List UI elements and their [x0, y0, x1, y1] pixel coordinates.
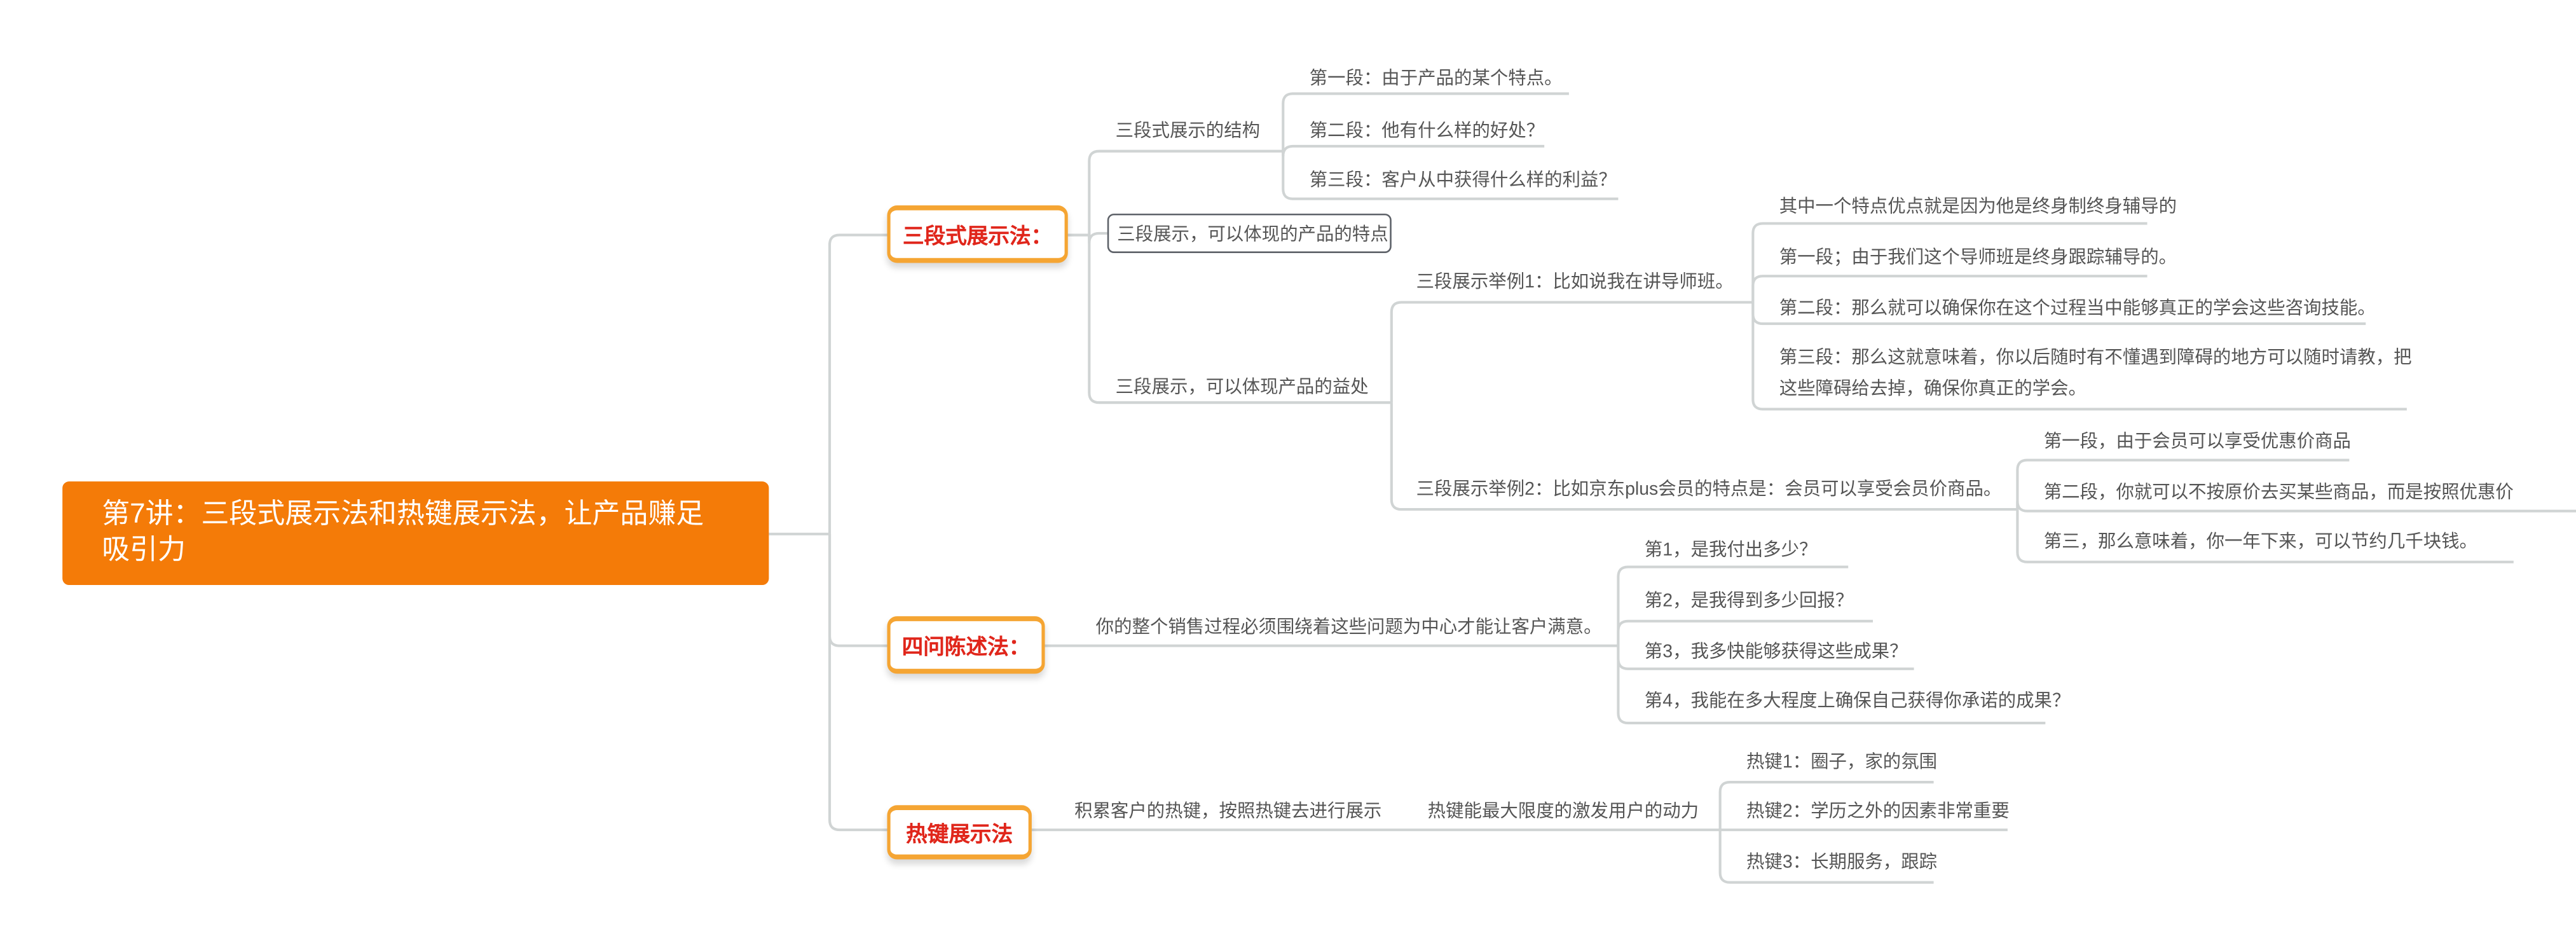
subtopic[interactable]: 其中一个特点优点就是因为他是终身制终身辅导的 [1779, 197, 2177, 217]
example-2[interactable]: 三段展示举例2：比如京东plus会员的特点是：会员可以享受会员价商品。 [1416, 479, 2002, 500]
connector-line [828, 233, 887, 534]
subtopic[interactable]: 第一段：由于产品的某个特点。 [1309, 69, 1563, 89]
subtopic[interactable]: 第二段，你就可以不按原价去买某些商品，而是按照优惠价 [2043, 483, 2514, 503]
hotkey[interactable]: 热键2：学历之外的因素非常重要 [1746, 802, 2010, 822]
hotkey[interactable]: 热键1：圈子，家的氛围 [1746, 752, 1938, 773]
connector-line [1390, 403, 2018, 511]
topic-hotkey-motivation[interactable]: 热键能最大限度的激发用户的动力 [1427, 802, 1699, 822]
subtopic[interactable]: 第三，那么意味着，你一年下来，可以节约几千块钱。 [2043, 532, 2477, 553]
connector-line [1282, 144, 1545, 156]
topic-accumulate-hotkeys[interactable]: 积累客户的热键，按照热键去进行展示 [1074, 802, 1382, 822]
connector-line [1751, 222, 2148, 303]
example-1[interactable]: 三段展示举例1：比如说我在讲导师班。 [1416, 272, 1734, 293]
connector-line [1067, 233, 1392, 404]
root-topic-label: 第7讲：三段式展示法和热键展示法，让产品赚足吸引力 [102, 498, 704, 565]
subtopic[interactable]: 第三段：那么这就意味着，你以后随时有不懂遇到障碍的地方可以随时请教，把 [1779, 348, 2412, 368]
connector-line [1751, 275, 2148, 303]
connector-line [2016, 509, 2514, 563]
branch-hotkey-method[interactable]: 热键展示法 [887, 805, 1032, 860]
connector-line [1617, 565, 1849, 646]
connector-line [2016, 458, 2350, 510]
topic-product-features-selected[interactable]: 三段展示，可以体现的产品的特点 [1107, 213, 1392, 253]
topic-structure[interactable]: 三段式展示的结构 [1115, 121, 1261, 142]
connector-line [1067, 149, 1284, 237]
branch-label: 四问陈述法： [901, 634, 1031, 659]
topic-label: 三段展示，可以体现的产品的特点 [1117, 225, 1388, 245]
subtopic[interactable]: 第二段：那么就可以确保你在这个过程当中能够真正的学会这些咨询技能。 [1779, 299, 2376, 319]
branch-four-questions-method[interactable]: 四问陈述法： [887, 616, 1045, 674]
connector-line [2016, 501, 2576, 513]
connector-line [1718, 830, 1934, 884]
connector-line [1617, 619, 1873, 646]
subtopic-continued: 这些障碍给去掉，确保你真正的学会。 [1779, 379, 2086, 399]
question[interactable]: 第2，是我得到多少回报？ [1644, 591, 1854, 612]
connector-line [1751, 302, 2407, 411]
subtopic[interactable]: 第一段，由于会员可以享受优惠价商品 [2043, 432, 2351, 452]
question[interactable]: 第1，是我付出多少？ [1644, 540, 1818, 561]
topic-customer-satisfaction[interactable]: 你的整个销售过程必须围绕着这些问题为中心才能让客户满意。 [1095, 617, 1602, 638]
connector-line [1282, 151, 1619, 200]
connector-line [828, 534, 887, 832]
hotkey[interactable]: 热键3：长期服务，跟踪 [1746, 853, 1938, 873]
connector-line [1390, 301, 1753, 403]
connector-line [1282, 92, 1569, 151]
topic-product-benefits[interactable]: 三段展示，可以体现产品的益处 [1115, 378, 1369, 398]
branch-label: 热键展示法 [906, 822, 1013, 846]
question[interactable]: 第4，我能在多大程度上确保自己获得你承诺的成果？ [1644, 691, 2071, 712]
branch-label: 三段式展示法： [902, 223, 1053, 249]
question[interactable]: 第3，我多快能够获得这些成果？ [1644, 642, 1908, 663]
connector-line [1617, 645, 2046, 725]
root-topic[interactable]: 第7讲：三段式展示法和热键展示法，让产品赚足吸引力 [62, 481, 769, 585]
subtopic[interactable]: 第二段：他有什么样的好处？ [1309, 121, 1545, 142]
subtopic[interactable]: 第三段：客户从中获得什么样的利益？ [1309, 170, 1617, 191]
connector-line [1718, 781, 1934, 830]
branch-three-stage-method[interactable]: 三段式展示法： [887, 205, 1068, 263]
connector-line [828, 534, 887, 647]
subtopic[interactable]: 第一段；由于我们这个导师班是终身跟踪辅导的。 [1779, 248, 2177, 268]
